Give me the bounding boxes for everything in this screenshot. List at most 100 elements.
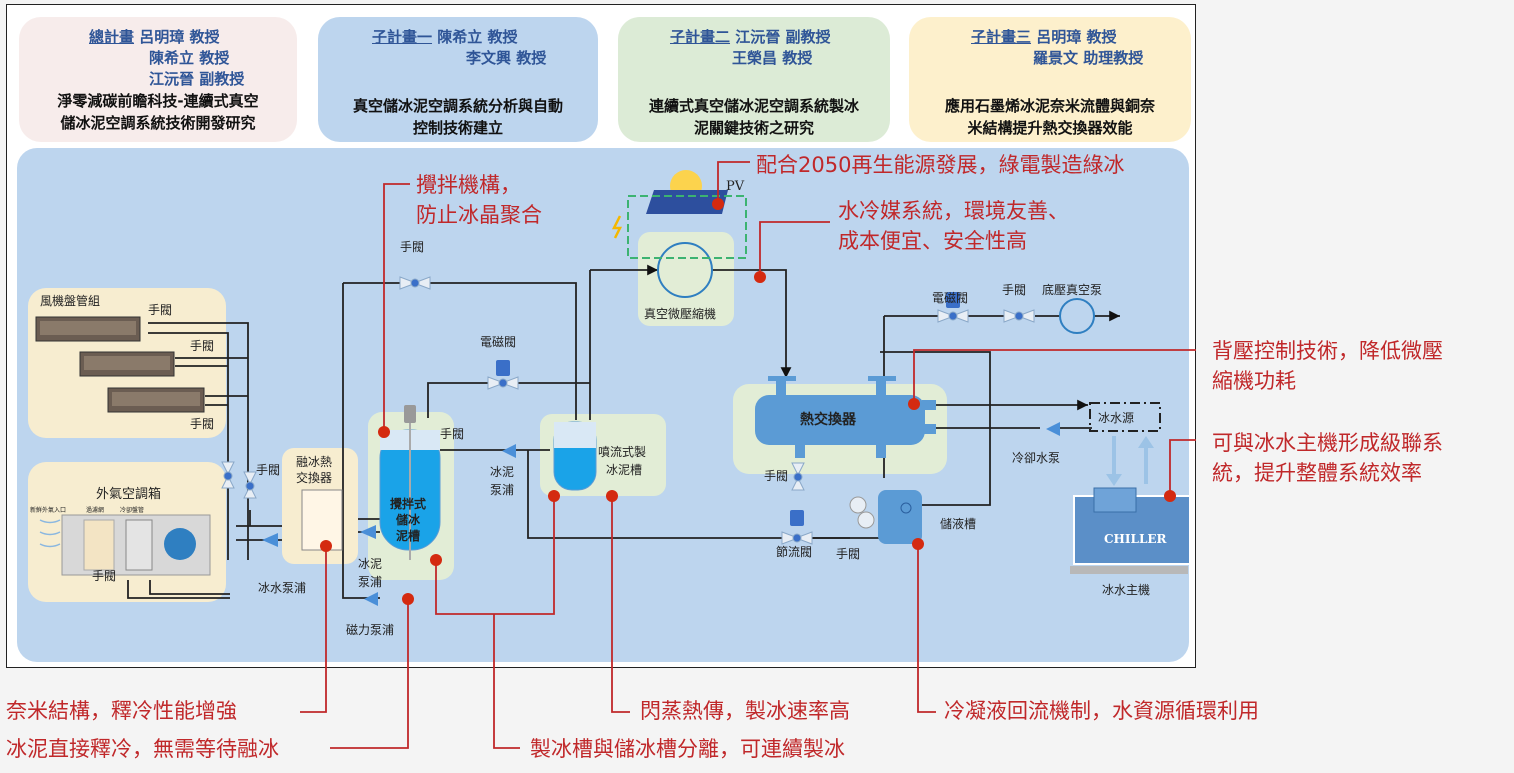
solenoid-valve-icon	[496, 360, 510, 376]
spray-tank-label: 冰泥槽	[606, 463, 642, 477]
card-title-line: 應用石墨烯冰泥奈米流體與銅奈	[944, 97, 1155, 115]
card-title-line: 控制技術建立	[412, 119, 503, 137]
outdoor-air-unit-label: 外氣空調箱	[96, 486, 161, 502]
card-subproject-1: 子計畫一 陳希立 教授 李文興 教授 真空儲冰泥空調系統分析與自動 控制技術建立	[318, 17, 598, 142]
chiller-text: CHILLER	[1104, 532, 1168, 546]
card-title-line: 泥關鍵技術之研究	[693, 119, 814, 137]
chilled-water-source-label: 冰水源	[1098, 411, 1134, 425]
callout-water-refrigerant: 水冷媒系統，環境友善、 成本便宜、安全性高	[838, 196, 1069, 256]
outdoor-air-unit	[39, 514, 211, 576]
piping	[127, 264, 1120, 599]
slurry-pump-label: 泵浦	[358, 575, 382, 589]
card-title-line: 儲冰泥空調系統技術開發研究	[60, 114, 256, 132]
cooling-water-pump-label: 冷卻水泵	[1012, 451, 1060, 465]
throttle-valve-label: 節流閥	[776, 544, 812, 559]
storage-tank-label: 泥槽	[396, 528, 420, 543]
callout-flash-evaporation: 閃蒸熱傳，製冰速率高	[640, 699, 850, 723]
valve-icons	[221, 276, 1035, 545]
role-label: 子計畫一	[372, 28, 433, 46]
callout-back-pressure: 背壓控制技術，降低微壓 縮機功耗	[1212, 336, 1443, 396]
manual-valve-label: 手閥	[1002, 283, 1026, 297]
callout-nano-structure: 奈米結構，釋冷性能增強	[6, 699, 237, 723]
callout-line: 成本便宜、安全性高	[838, 229, 1027, 253]
callout-cascade: 可與冰水主機形成級聯系 統，提升整體系統效率	[1212, 428, 1443, 488]
fan-coil-group-label: 風機盤管組	[40, 293, 100, 308]
melt-hx-label: 交換器	[296, 470, 332, 485]
solar-panel-icon	[611, 170, 747, 259]
magnetic-pump-label: 磁力泵浦	[346, 622, 394, 637]
spray-tank	[553, 421, 597, 491]
card-subproject-2: 子計畫二 江沅晉 副教授 王榮昌 教授 連續式真空儲冰泥空調系統製冰 泥關鍵技術…	[618, 17, 890, 142]
callout-line: 攪拌機構，	[416, 173, 521, 197]
vacuum-compressor-label: 真空微壓縮機	[644, 306, 716, 321]
solenoid-valve-label: 電磁閥	[480, 334, 516, 349]
vacuum-compressor-icon	[657, 242, 713, 298]
callout-line: 統，提升整體系統效率	[1212, 461, 1422, 485]
callout-lines	[300, 161, 1196, 749]
vacuum-pump-label: 底壓真空泵	[1042, 282, 1102, 297]
callout-stirring: 攪拌機構， 防止冰晶聚合	[416, 170, 542, 230]
liquid-receiver-label: 儲液槽	[940, 516, 976, 531]
person: 羅景文 助理教授	[1033, 49, 1144, 67]
storage-tank-label: 攪拌式	[390, 496, 426, 511]
role-label: 子計畫三	[971, 28, 1032, 46]
fan-coil-unit	[35, 316, 141, 342]
manual-valve-label: 手閥	[148, 303, 172, 317]
solenoid-valve-icon	[946, 292, 960, 308]
card-title-line: 真空儲冰泥空調系統分析與自動	[352, 97, 563, 115]
role-label: 總計畫	[89, 28, 135, 46]
slurry-pump-label: 冰泥	[358, 557, 382, 571]
filter-label: 過濾網	[86, 506, 104, 514]
callout-markers	[320, 198, 1176, 605]
person: 陳希立 教授	[437, 28, 518, 46]
manual-valve-label: 手閥	[400, 240, 424, 254]
melt-hx-label: 融冰熱	[296, 455, 332, 469]
callout-line: 可與冰水主機形成級聯系	[1212, 431, 1443, 455]
callout-line: 防止冰晶聚合	[416, 203, 542, 227]
person: 呂明璋 教授	[139, 28, 220, 46]
callout-condensate-return: 冷凝液回流機制，水資源循環利用	[944, 699, 1259, 723]
stirred-storage-tank	[379, 405, 441, 560]
pv-label: PV	[726, 179, 745, 194]
fan-coil-unit	[79, 351, 175, 377]
card-main-project: 總計畫 呂明璋 教授 陳希立 教授 江沅晉 副教授 淨零減碳前瞻科技-連續式真空…	[19, 17, 297, 142]
callout-green-power: 配合2050再生能源發展，綠電製造綠冰	[756, 153, 1125, 177]
fan-coil-unit	[107, 387, 205, 413]
card-subproject-3: 子計畫三 呂明璋 教授 羅景文 助理教授 應用石墨烯冰泥奈米流體與銅奈 米結構提…	[909, 17, 1191, 142]
manual-valve-label: 手閥	[764, 469, 788, 483]
heat-exchanger-label: 熱交換器	[800, 411, 857, 428]
person: 陳希立 教授	[149, 49, 230, 67]
heat-exchanger	[755, 376, 936, 458]
slurry-pump-label: 冰泥	[490, 465, 514, 479]
chilled-water-source-box	[1089, 402, 1161, 432]
solenoid-valve-icon	[790, 510, 804, 526]
liquid-receiver	[849, 490, 922, 544]
storage-tank-label: 儲冰	[396, 512, 421, 527]
melt-heat-exchanger	[301, 489, 343, 551]
person: 江沅晉 副教授	[735, 28, 831, 46]
person: 王榮昌 教授	[732, 49, 813, 67]
manual-valve-label: 手閥	[92, 569, 116, 583]
manual-valve-label: 手閥	[190, 339, 214, 353]
vacuum-pump-icon	[1059, 298, 1095, 334]
spray-tank-label: 噴流式製	[598, 445, 646, 459]
pump-icons	[262, 422, 1060, 606]
callout-line: 縮機功耗	[1212, 369, 1296, 393]
manual-valve-label: 手閥	[836, 547, 860, 561]
fresh-air-inlet-label: 新鮮外氣入口	[30, 506, 66, 514]
manual-valve-label: 手閥	[190, 417, 214, 431]
callout-direct-release: 冰泥直接釋冷，無需等待融冰	[6, 737, 279, 761]
chiller-unit-label: 冰水主機	[1102, 582, 1150, 597]
solenoid-valve-label: 電磁閥	[932, 290, 968, 305]
manual-valve-label: 手閥	[256, 463, 280, 477]
card-title-line: 米結構提升熱交換器效能	[967, 119, 1133, 137]
role-label: 子計畫二	[670, 28, 731, 46]
chilled-water-pump-label: 冰水泵浦	[258, 581, 306, 595]
slurry-pump-label: 泵浦	[490, 483, 514, 497]
callout-separate-tanks: 製冰槽與儲冰槽分離，可連續製冰	[530, 737, 845, 761]
person: 江沅晉 副教授	[149, 70, 245, 88]
card-title-line: 淨零減碳前瞻科技-連續式真空	[57, 92, 259, 110]
callout-line: 水冷媒系統，環境友善、	[838, 199, 1069, 223]
chiller-unit	[1070, 487, 1191, 574]
